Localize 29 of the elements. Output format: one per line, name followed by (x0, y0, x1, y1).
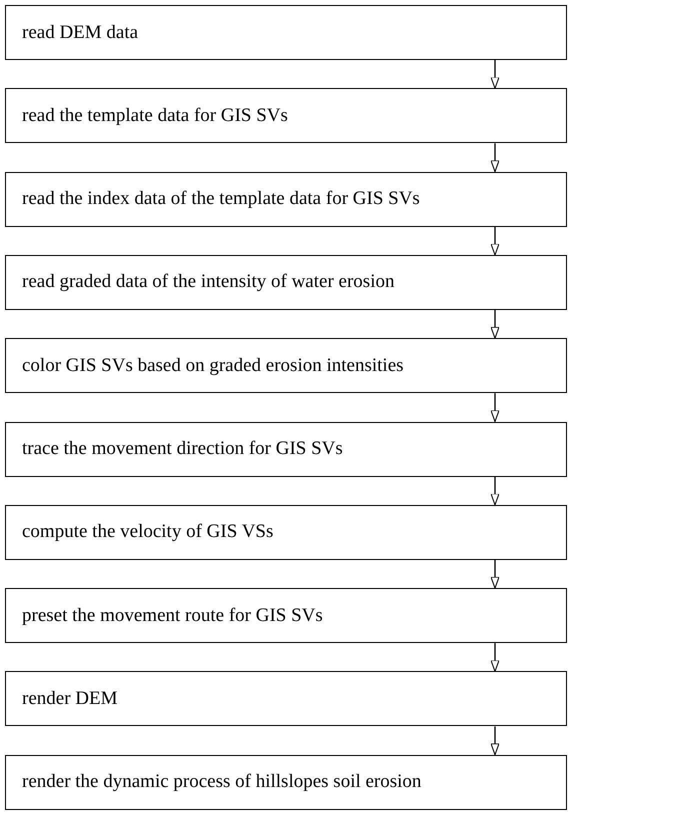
step-text: read the template data for GIS SVs (22, 104, 288, 127)
process-box (5, 504, 567, 560)
step-text: render the dynamic process of hillslopes soil erosion (22, 771, 422, 794)
arrow (490, 393, 500, 422)
process-box (5, 338, 567, 394)
step-text: color GIS SVs based on graded erosion intensities (22, 354, 404, 377)
step-text: read DEM data (22, 22, 138, 44)
arrow (490, 143, 500, 172)
process-box (5, 588, 567, 644)
step-text: render DEM (22, 688, 118, 710)
process-box (5, 671, 567, 726)
process-box (5, 754, 567, 810)
step-text: trace the movement direction for GIS SVs (22, 438, 343, 460)
arrow (490, 310, 500, 339)
arrow (490, 643, 500, 672)
process-box (5, 88, 567, 144)
arrow (490, 560, 500, 589)
process-box (5, 172, 567, 227)
process-box (5, 5, 567, 60)
step-text: preset the movement route for GIS SVs (22, 604, 323, 627)
process-box (5, 422, 567, 476)
arrow (490, 726, 500, 756)
step-text: read the index data of the template data for GIS SVs (22, 188, 420, 210)
arrow (490, 476, 500, 506)
process-box (5, 254, 567, 310)
step-text: read graded data of the intensity of water erosion (22, 271, 394, 294)
arrow (490, 60, 500, 89)
arrow (490, 226, 500, 256)
step-text: compute the velocity of GIS VSs (22, 521, 274, 544)
